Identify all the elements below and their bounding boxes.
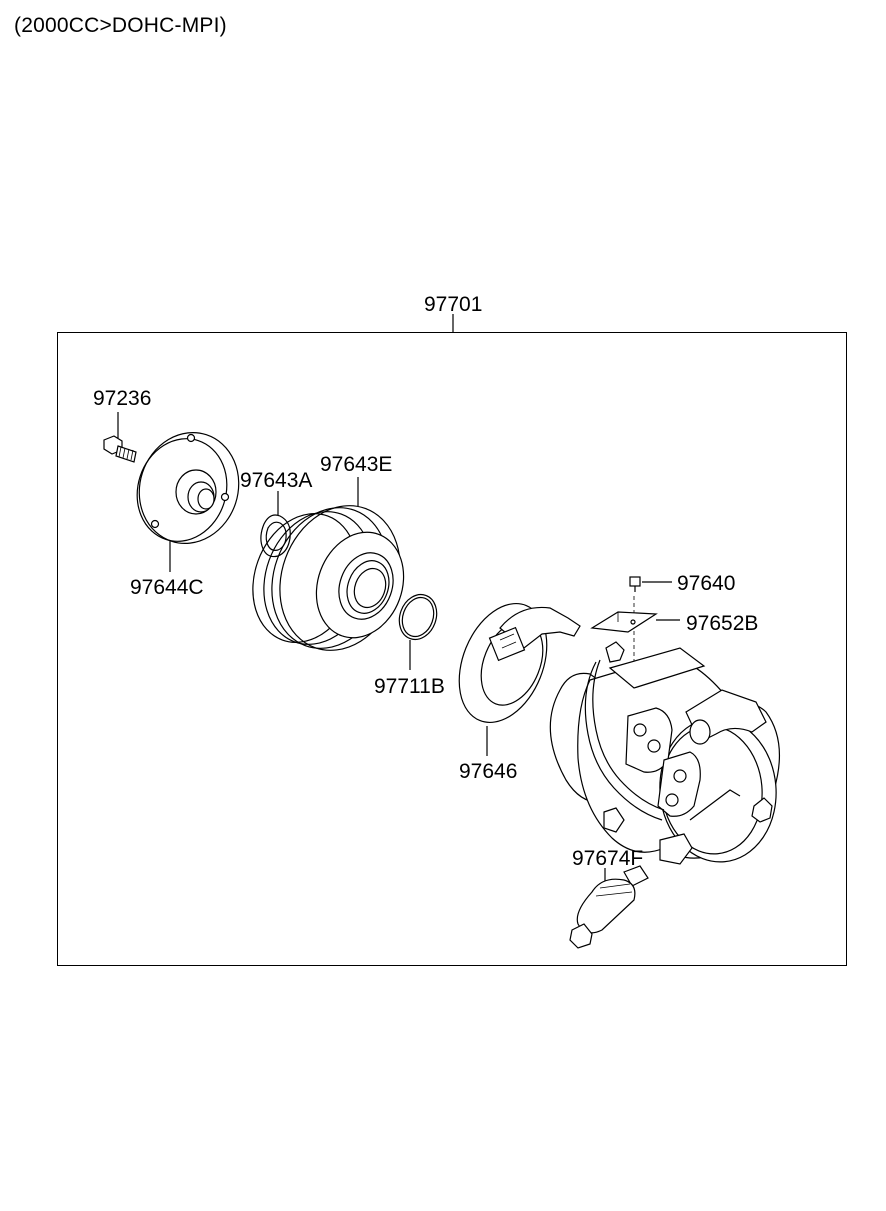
part-label-97643E: 97643E bbox=[320, 453, 393, 476]
field-coil-icon bbox=[458, 602, 581, 756]
part-label-97701: 97701 bbox=[424, 293, 483, 316]
part-label-97643A: 97643A bbox=[240, 469, 313, 492]
screw-icon bbox=[629, 576, 672, 670]
bracket-icon bbox=[590, 611, 680, 633]
assembly-frame bbox=[57, 332, 847, 966]
page-title: (2000CC>DOHC-MPI) bbox=[14, 14, 227, 37]
o-ring-icon bbox=[398, 593, 438, 670]
compressor-icon bbox=[549, 641, 781, 865]
part-label-97711B: 97711B bbox=[374, 675, 445, 698]
part-label-97236: 97236 bbox=[93, 387, 152, 410]
part-label-97644C: 97644C bbox=[130, 576, 204, 599]
part-label-97652B: 97652B bbox=[686, 612, 759, 635]
pressure-switch-icon bbox=[569, 865, 649, 949]
part-label-97674F: 97674F bbox=[572, 847, 644, 870]
pulley-icon bbox=[252, 477, 405, 651]
bolt-icon bbox=[103, 412, 137, 463]
clutch-hub-icon bbox=[136, 432, 240, 572]
part-label-97640: 97640 bbox=[677, 572, 736, 595]
part-label-97646: 97646 bbox=[459, 760, 518, 783]
